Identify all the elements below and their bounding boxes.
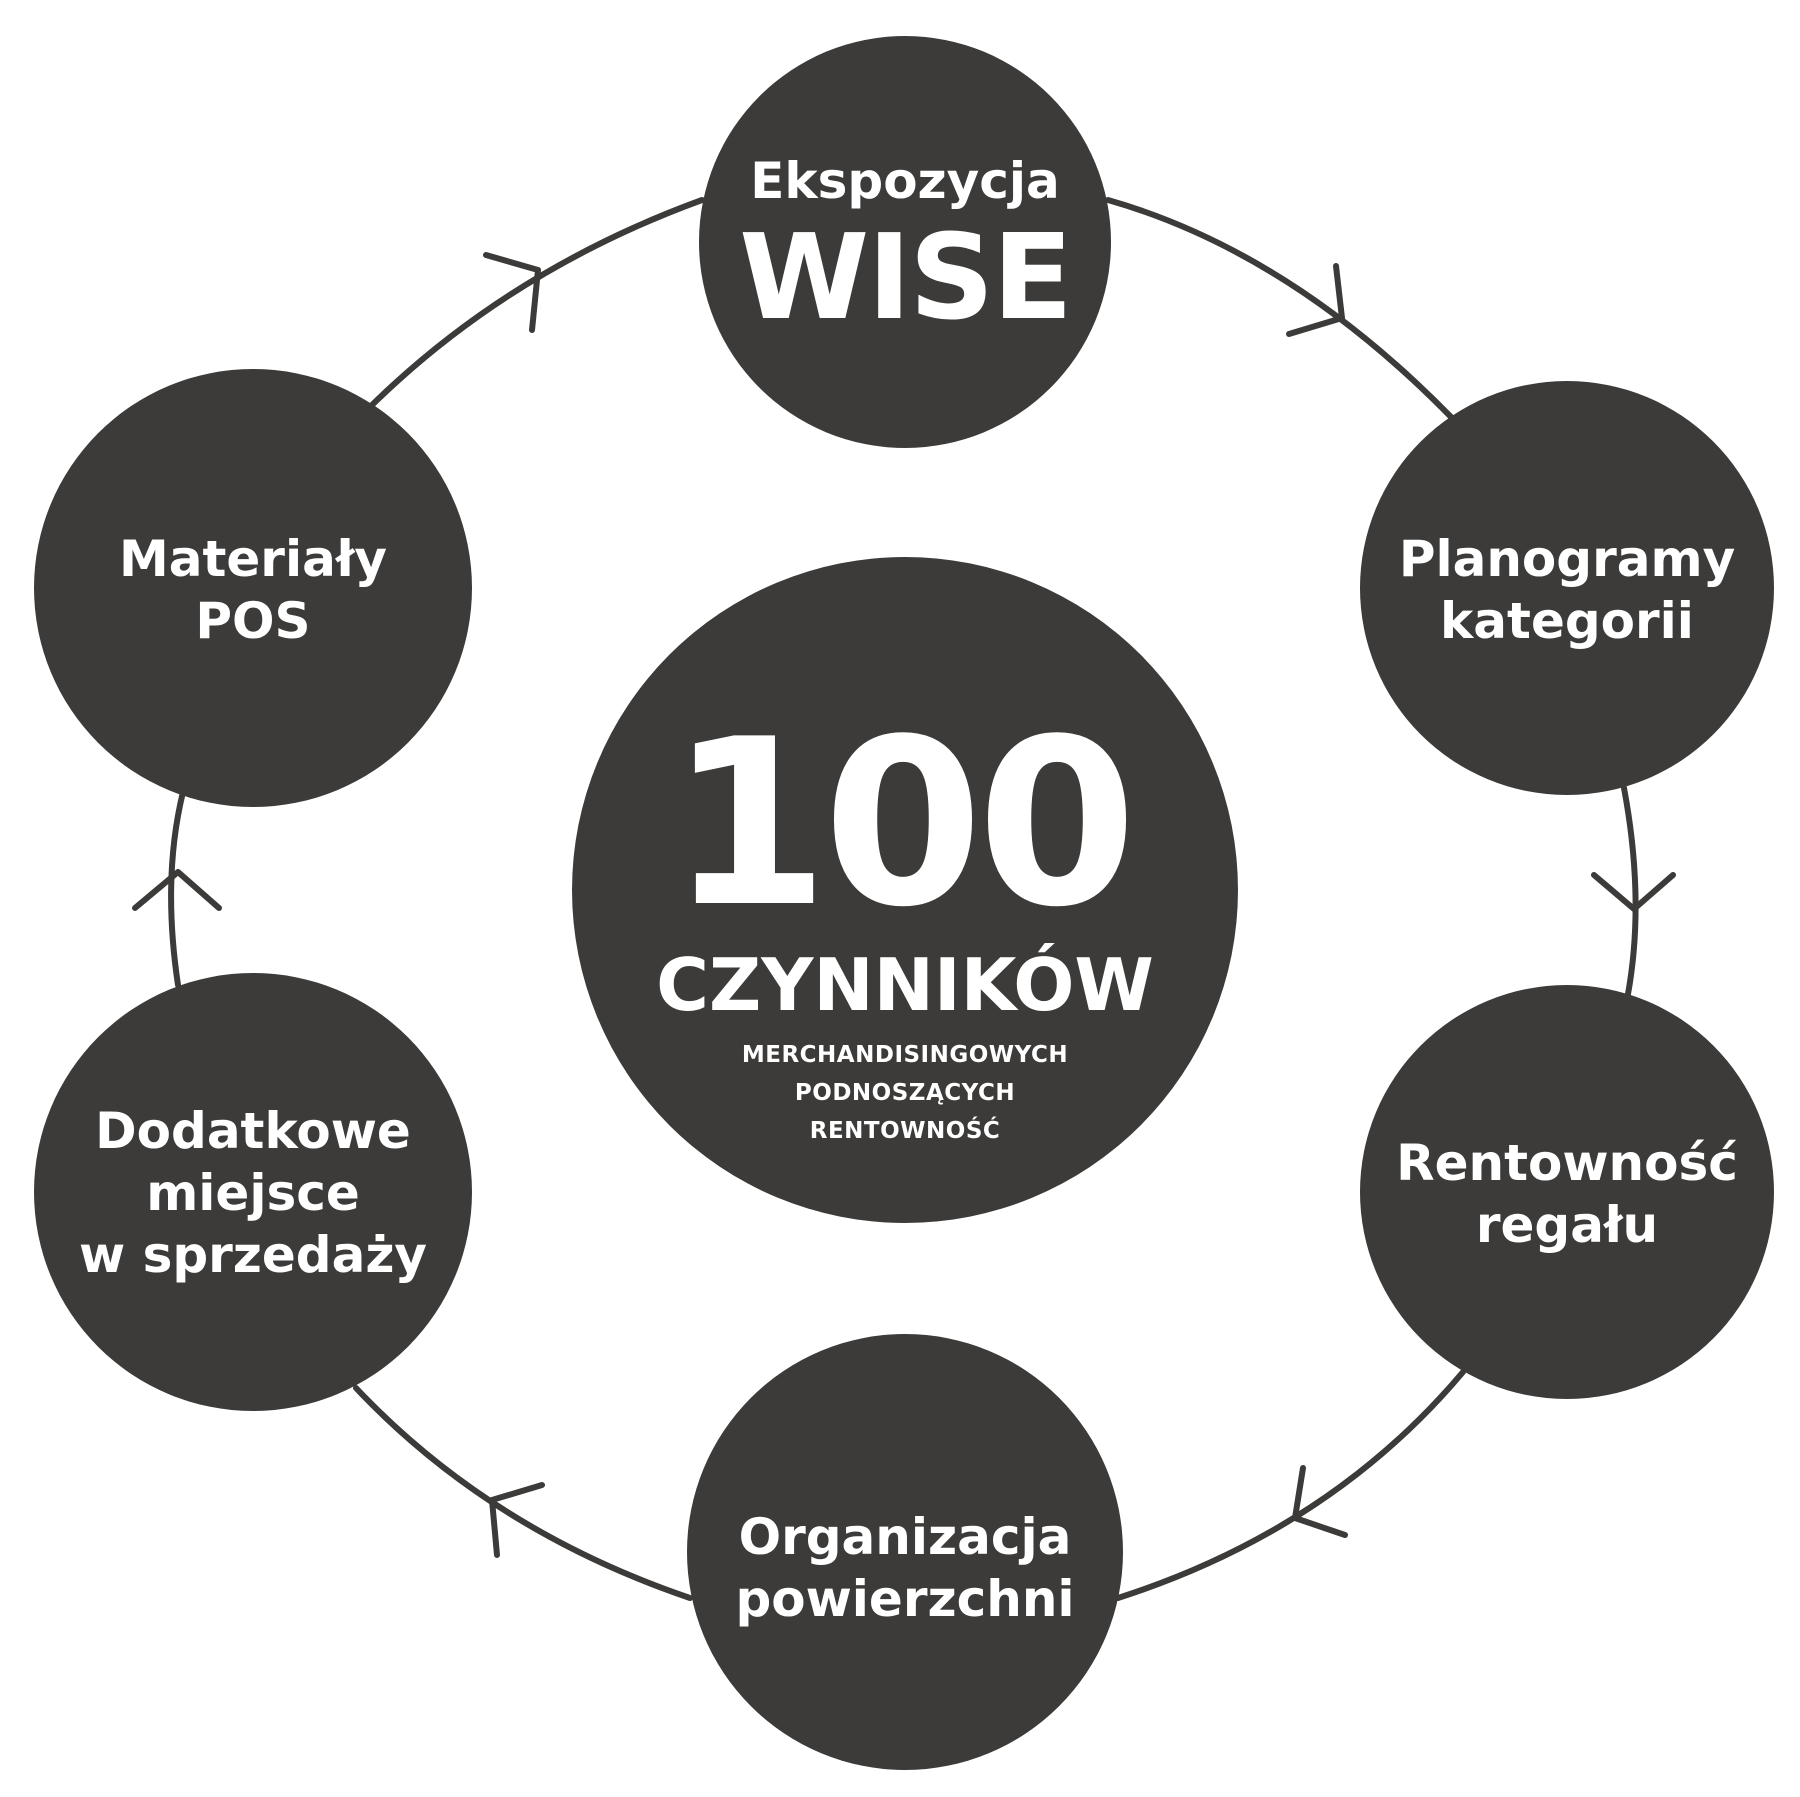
node-bottom-label: Organizacja powierzchni	[735, 1508, 1074, 1628]
arc-lower-right-to-bottom	[1115, 1369, 1466, 1601]
node-upper-right-line-2: kategorii	[1440, 592, 1694, 650]
arc-bottom-to-lower-left	[353, 1385, 693, 1601]
arrow-top-left-icon	[483, 252, 541, 333]
center-circle	[572, 557, 1238, 1223]
node-upper-left-label: Materiały POS	[119, 530, 387, 650]
center-subtitle-line-3: RENTOWNOŚĆ	[810, 1116, 1001, 1144]
node-lower-right-circle	[1360, 985, 1774, 1399]
arc-upper-right-to-lower-right	[1621, 785, 1639, 997]
node-upper-left-line-2: POS	[195, 592, 310, 650]
arrow-right-icon	[1591, 872, 1676, 912]
center-word: CZYNNIKÓW	[656, 943, 1154, 1027]
arrow-bottom-right-icon	[1292, 1465, 1348, 1538]
node-lower-left-line-2: miejsce	[146, 1164, 360, 1222]
node-upper-right-label: Planogramy kategorii	[1399, 530, 1735, 650]
node-bottom-line-2: powierzchni	[735, 1570, 1074, 1628]
node-top-circle	[699, 36, 1111, 448]
node-upper-left-line-1: Materiały	[119, 530, 387, 588]
center-number: 100	[669, 691, 1131, 958]
node-lower-left-label: Dodatkowe miejsce w sprzedaży	[79, 1102, 427, 1284]
arc-top-to-upper-right	[1105, 197, 1455, 421]
node-lower-left-line-1: Dodatkowe	[95, 1102, 411, 1160]
flow-arrows	[132, 252, 1676, 1558]
center-subtitle-line-2: PODNOSZĄCYCH	[795, 1080, 1015, 1106]
cycle-arcs	[168, 197, 1639, 1601]
node-top-label: Ekspozycja WISE	[739, 152, 1073, 346]
arrow-left-icon	[132, 869, 222, 911]
node-bottom-circle	[687, 1334, 1123, 1770]
node-lower-right-line-1: Rentowność	[1396, 1134, 1738, 1192]
arc-upper-left-to-top	[369, 197, 705, 408]
node-upper-left-circle	[34, 369, 472, 807]
node-upper-right-circle	[1360, 381, 1774, 795]
node-bottom-line-1: Organizacja	[739, 1508, 1072, 1566]
node-top-big: WISE	[739, 208, 1071, 346]
node-upper-right-line-1: Planogramy	[1399, 530, 1735, 588]
center-label: 100 CZYNNIKÓW MERCHANDISINGOWYCH PODNOSZ…	[656, 691, 1154, 1144]
center-subtitle-line-1: MERCHANDISINGOWYCH	[742, 1042, 1068, 1068]
arc-lower-left-to-upper-left	[168, 789, 186, 988]
node-lower-right-label: Rentowność regału	[1396, 1134, 1738, 1254]
arrow-bottom-left-icon	[489, 1482, 545, 1558]
node-lower-left-circle	[34, 973, 472, 1411]
circles	[34, 36, 1774, 1770]
node-lower-left-line-3: w sprzedaży	[79, 1226, 427, 1284]
arrow-top-right-icon	[1286, 263, 1345, 337]
node-lower-right-line-2: regału	[1476, 1196, 1658, 1254]
node-top-line-1: Ekspozycja	[750, 152, 1060, 210]
